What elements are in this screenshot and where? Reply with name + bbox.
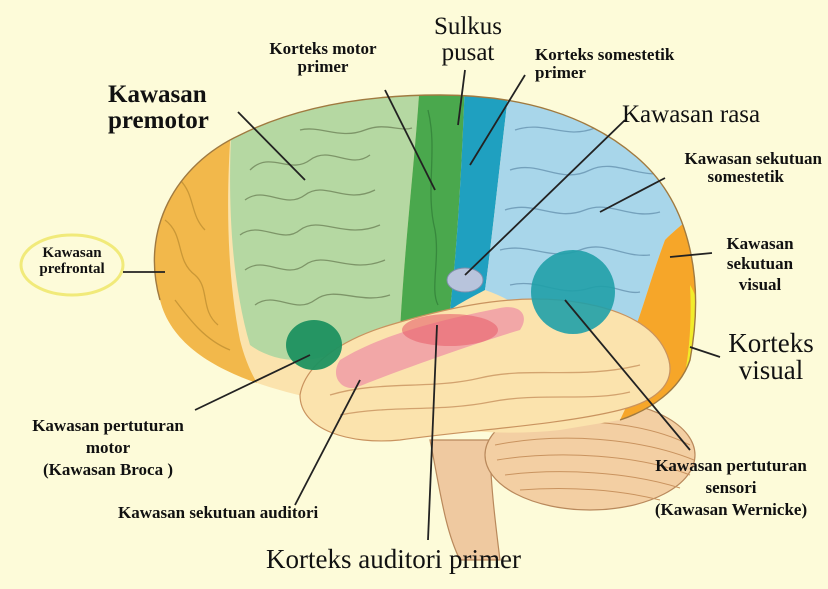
- label-korteks-auditori-primer: Korteks auditori primer: [266, 545, 586, 573]
- region-auditori-primer: [402, 314, 498, 346]
- label-korteks-somestetik-primer: Korteks somestetik primer: [535, 46, 755, 82]
- label-kawasan-premotor: Kawasan premotor: [108, 82, 248, 135]
- region-wernicke: [531, 250, 615, 334]
- label-kawasan-sekutuan-auditori: Kawasan sekutuan auditori: [118, 504, 418, 522]
- label-kawasan-rasa: Kawasan rasa: [622, 102, 822, 128]
- label-sulkus-pusat: Sulkus pusat: [418, 14, 518, 67]
- label-korteks-motor-primer: Korteks motor primer: [238, 40, 408, 76]
- label-kawasan-sekutuan-visual: Kawasan sekutuan visual: [710, 234, 810, 295]
- label-kawasan-pertuturan-sensori: Kawasan pertuturan sensori (Kawasan Wern…: [636, 455, 826, 521]
- label-kawasan-pertuturan-motor: Kawasan pertuturan motor (Kawasan Broca …: [18, 415, 198, 481]
- region-rasa: [447, 268, 483, 292]
- region-premotor: [230, 80, 420, 360]
- label-kawasan-prefrontal: Kawasan prefrontal: [22, 246, 122, 278]
- label-korteks-visual: Korteks visual: [716, 330, 826, 384]
- label-kawasan-sekutuan-somestetik: Kawasan sekutuan somestetik: [600, 150, 822, 186]
